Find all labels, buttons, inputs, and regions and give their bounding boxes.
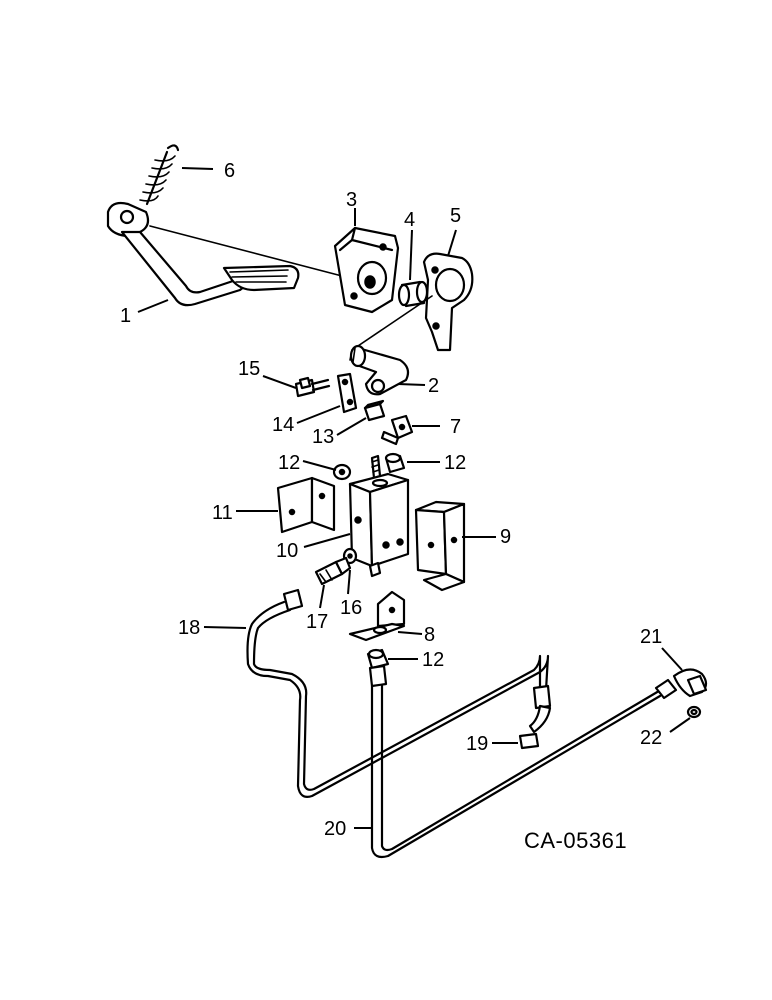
callout-8: 8 [424,624,435,646]
pivot-line-lower [351,295,433,351]
callout-21: 21 [640,626,662,648]
callout-13: 13 [312,426,334,448]
callout-10: 10 [276,540,298,562]
callout-20: 20 [324,818,346,840]
pedestal [333,226,400,314]
valve-body [348,454,410,578]
callout-2: 2 [428,375,439,397]
callout-15: 15 [238,358,260,380]
callout-16: 16 [340,597,362,619]
leader-lines [137,167,691,829]
cover-plate [422,252,474,352]
callout-18: 18 [178,617,200,639]
callout-1: 1 [120,305,131,327]
callout-4: 4 [404,209,415,231]
mounting-bracket [348,590,406,642]
fitting [314,556,352,586]
bolt [294,376,331,398]
callout-9: 9 [500,526,511,548]
callout-12a: 12 [278,452,300,474]
callout-6: 6 [224,160,235,182]
nut-lower [366,648,390,670]
o-ring [686,705,702,719]
callout-5: 5 [450,205,461,227]
elbow-right [672,668,708,698]
callout-3: 3 [346,189,357,211]
bracket-left [276,476,336,534]
lever [349,344,410,396]
callout-7: 7 [450,416,461,438]
pivot-line-upper [149,225,343,277]
small-bracket [380,414,414,446]
tube-long [368,664,678,859]
callout-12b: 12 [444,452,466,474]
callout-19: 19 [466,733,488,755]
callout-17: 17 [306,611,328,633]
callout-22: 22 [640,727,662,749]
nut-right [384,452,406,474]
tube-left [246,588,552,798]
link-plate [336,372,358,414]
elbow-fitting [518,704,552,750]
drawing-code: CA-05361 [524,828,627,853]
callout-14: 14 [272,414,294,436]
callout-11: 11 [212,502,233,524]
callout-12c: 12 [422,649,444,671]
bracket-right [414,500,466,592]
block [363,399,386,422]
callout-labels: 1 2 3 4 5 6 7 8 9 10 11 12 12 12 13 14 1… [120,160,662,840]
nut-left [332,463,352,481]
pedal [106,201,300,307]
spring [139,144,180,206]
